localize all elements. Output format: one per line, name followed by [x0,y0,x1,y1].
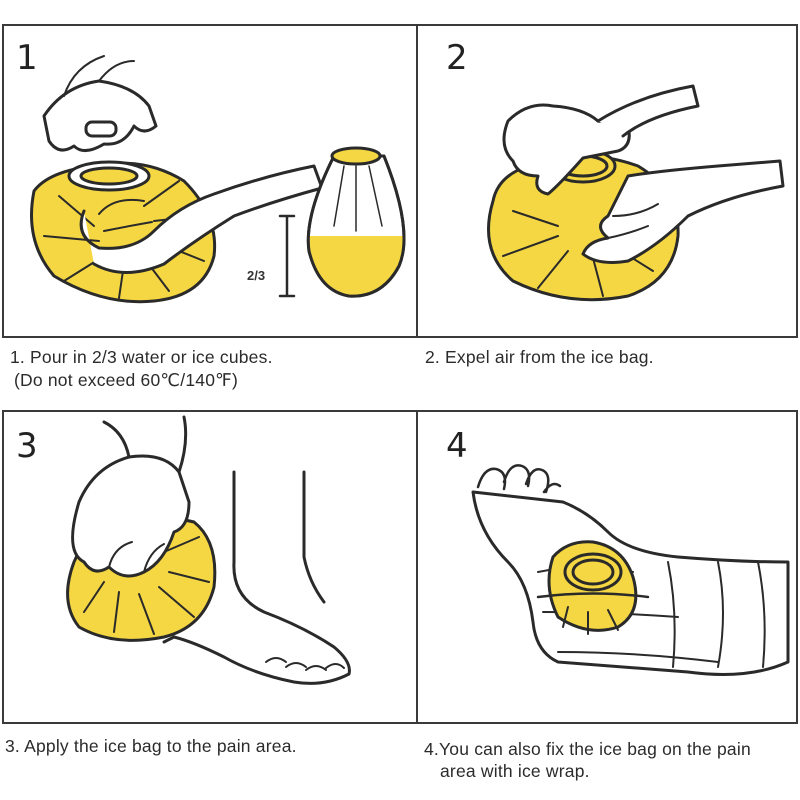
step-number: 2 [446,38,468,78]
expel-air-illustration [487,84,785,302]
step-4-caption-continued: area with ice wrap. [440,761,590,781]
apply-to-foot-illustration [66,415,351,685]
step-3-panel: 3 [2,410,418,724]
step-2-caption: 2. Expel air from the ice bag. [425,347,654,367]
step-number: 3 [16,426,38,466]
pour-water-illustration [30,55,406,304]
ice-wrap-illustration [471,464,790,676]
step-2-panel: 2 [416,24,798,338]
fill-level-label: 2/3 [247,268,266,283]
step-1-note: (Do not exceed 60℃/140℉) [14,370,239,390]
step-3-caption: 3. Apply the ice bag to the pain area. [5,736,297,756]
step-1-panel: 1 2/3 [2,24,418,338]
step-number: 1 [16,38,38,78]
step-4-panel: 4 [416,410,798,724]
step-4-caption: 4.You can also fix the ice bag on the pa… [424,739,751,759]
step-number: 4 [446,426,468,466]
step-1-caption: 1. Pour in 2/3 water or ice cubes. [10,347,273,367]
